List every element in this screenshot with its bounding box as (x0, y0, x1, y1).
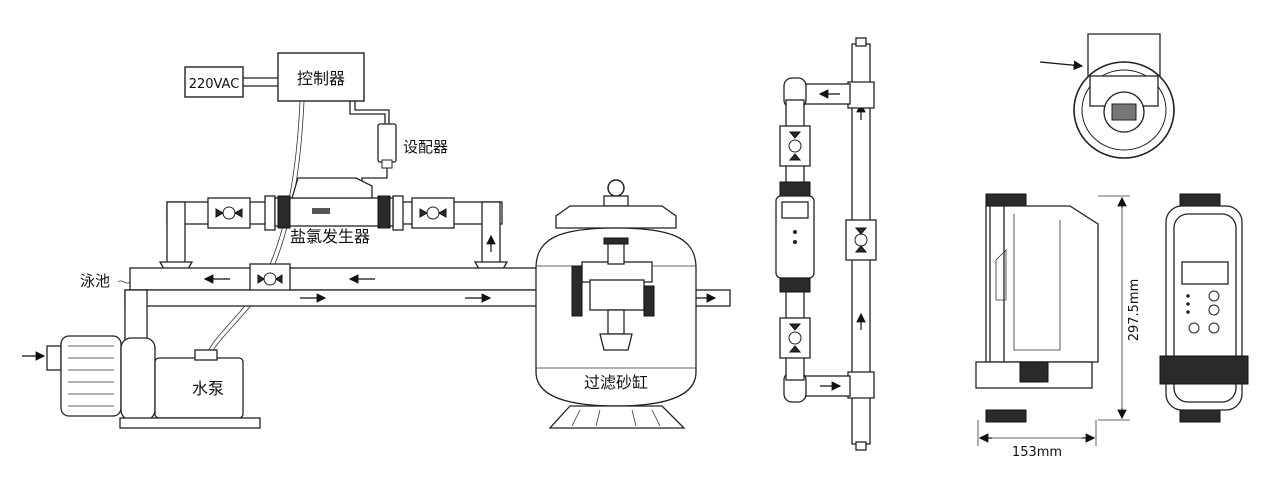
controller-box: 控制器 (277, 52, 365, 102)
setter-label: 设配器 (403, 138, 448, 156)
front-view-panel (1159, 193, 1249, 423)
plumbing-layout: 220VAC 控制器 设配器 (22, 52, 731, 429)
side-view-dimensioned: 297.5mm 153mm (975, 193, 1142, 460)
generator-label: 盐氯发生器 (290, 227, 370, 246)
height-dimension-label: 297.5mm (1127, 279, 1142, 342)
power-label: 220VAC (189, 77, 240, 92)
pump-label: 水泵 (192, 379, 224, 398)
chlorinator-cell (274, 177, 394, 229)
setter-device: 设配器 (377, 123, 448, 169)
bypass-pipe: 盐氯发生器 (158, 177, 509, 277)
controller-label: 控制器 (297, 69, 345, 88)
sand-filter: 过滤砂缸 (535, 179, 697, 429)
pool-label: 泳池 (80, 272, 110, 290)
filter-label: 过滤砂缸 (584, 373, 648, 392)
vertical-installation-view (775, 37, 877, 451)
width-dimension-label: 153mm (1012, 445, 1062, 460)
pump: 水泵 (22, 335, 261, 429)
chlorinator-front-small (775, 181, 815, 293)
cross-section-view (1039, 33, 1175, 159)
power-supply-box: 220VAC (184, 66, 244, 98)
